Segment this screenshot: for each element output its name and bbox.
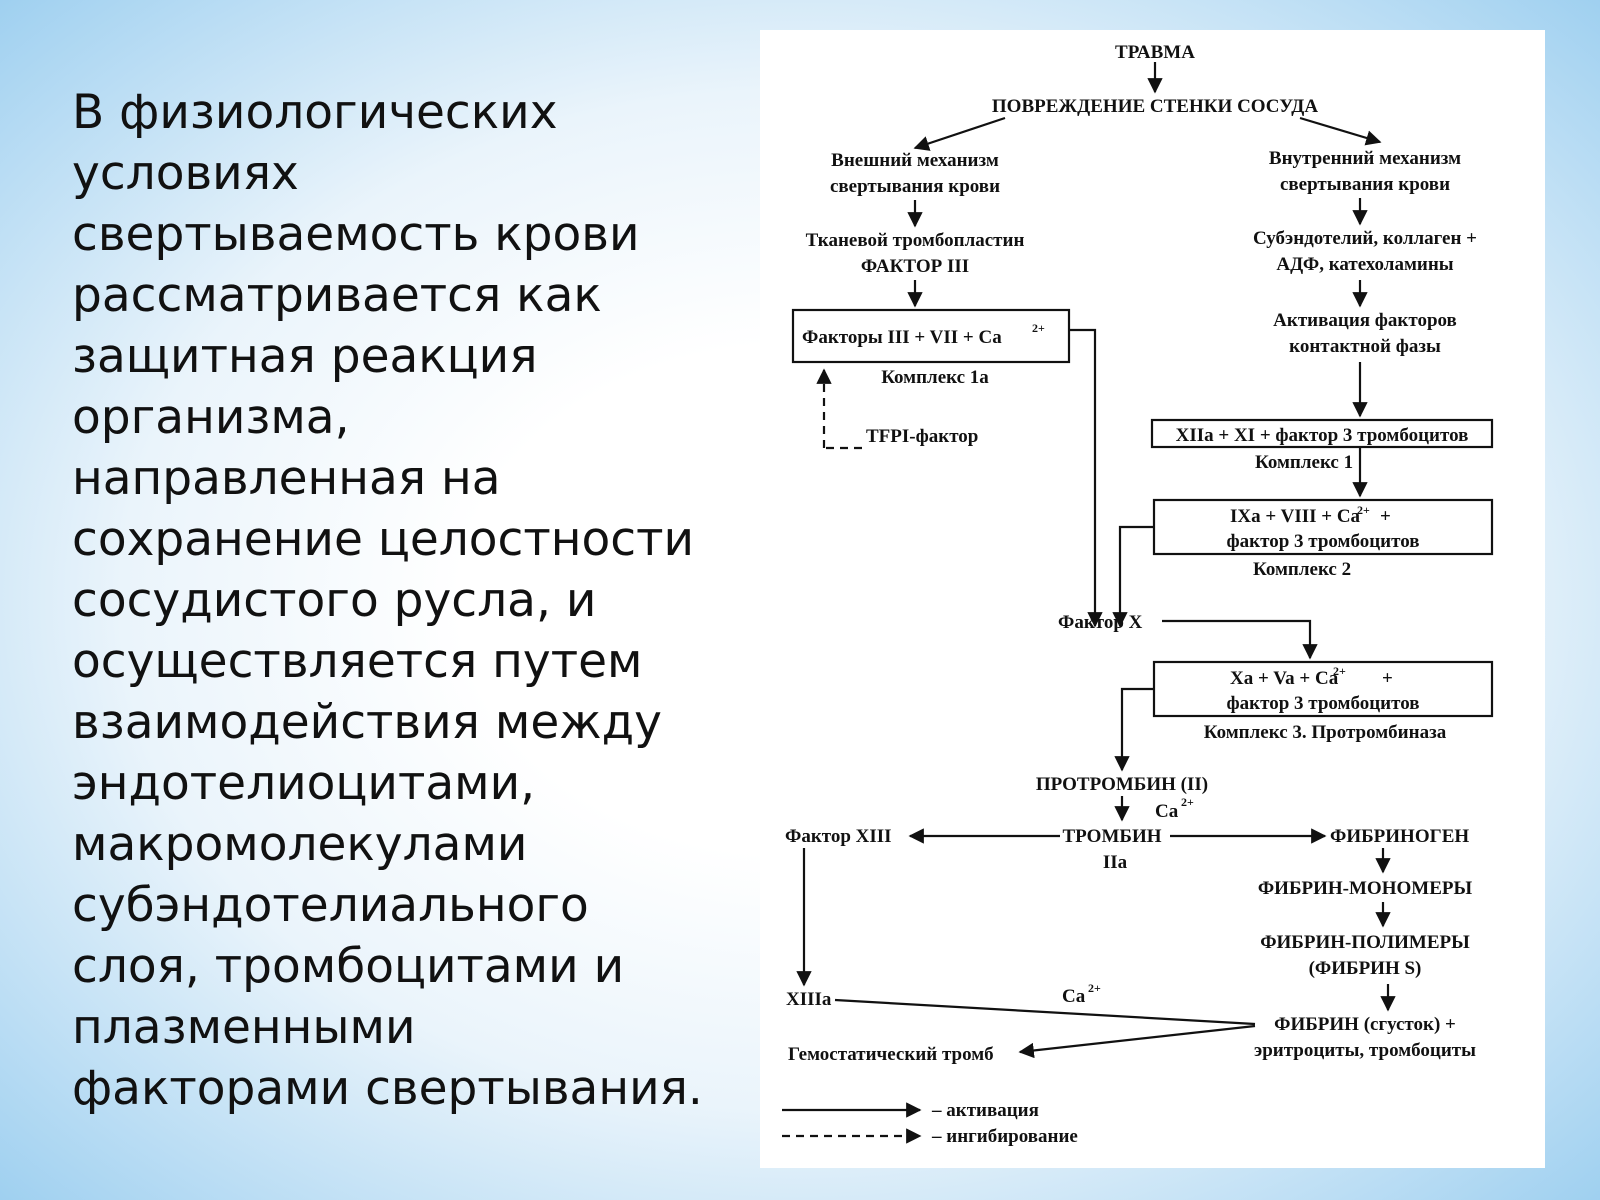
text-line: плазменными bbox=[72, 1000, 416, 1055]
text-line: факторами свертывания. bbox=[72, 1061, 703, 1116]
text-line: организма, bbox=[72, 390, 350, 445]
node-hemostatic-thrombus: Гемостатический тромб bbox=[788, 1044, 994, 1065]
node-ca: Ca bbox=[1155, 801, 1179, 822]
node-factor-xiii: Фактор XIII bbox=[785, 826, 892, 847]
superscript-2plus: 2+ bbox=[1032, 321, 1045, 335]
node-xiiia: XIIIa bbox=[786, 989, 832, 1010]
node-ix-line1: IXa + VIII + Ca bbox=[1230, 506, 1361, 527]
node-subendo-line2: АДФ, катехоламины bbox=[1276, 254, 1453, 275]
node-tfpi: TFPI-фактор bbox=[866, 426, 978, 447]
text-line: макромолекулами bbox=[72, 817, 528, 872]
node-extrinsic-line1: Внешний механизм bbox=[831, 150, 999, 171]
node-complex-1a: Комплекс 1а bbox=[881, 367, 989, 388]
arrow-clot-hemostatic bbox=[1018, 1024, 1256, 1059]
superscript-2plus: 2+ bbox=[1181, 795, 1194, 809]
diagram-svg: ТРАВМА ПОВРЕЖДЕНИЕ СТЕНКИ СОСУДА Внешний… bbox=[782, 42, 1494, 1147]
node-complex-2: Комплекс 2 bbox=[1253, 559, 1351, 580]
node-trauma: ТРАВМА bbox=[1115, 42, 1195, 63]
node-xa-line2: фактор 3 тромбоцитов bbox=[1227, 693, 1420, 714]
superscript-2plus: 2+ bbox=[1357, 503, 1370, 517]
text-line: В физиологических bbox=[72, 85, 558, 140]
node-activation-line1: Активация факторов bbox=[1273, 310, 1457, 331]
arrow-complex1a-factorx bbox=[1069, 328, 1103, 628]
coagulation-diagram: ТРАВМА ПОВРЕЖДЕНИЕ СТЕНКИ СОСУДА Внешний… bbox=[760, 30, 1545, 1168]
node-factor-x: Фактор X bbox=[1058, 612, 1143, 633]
legend-inhibition-label: – ингибирование bbox=[931, 1126, 1078, 1147]
node-ix-line1-tail: + bbox=[1380, 506, 1391, 527]
node-factors-box: Факторы III + VII + Ca bbox=[802, 327, 1002, 348]
arrow-complex2-factorx bbox=[1112, 525, 1154, 628]
node-vessel-damage: ПОВРЕЖДЕНИЕ СТЕНКИ СОСУДА bbox=[992, 96, 1318, 117]
arrow-factorx-xa bbox=[1162, 619, 1318, 660]
box-xiia-xi bbox=[1150, 418, 1494, 449]
node-fibrin-polymers-line1: ФИБРИН-ПОЛИМЕРЫ bbox=[1260, 932, 1470, 953]
text-line: сосудистого русла, и bbox=[72, 573, 597, 628]
legend-activation-label: – активация bbox=[931, 1100, 1039, 1121]
node-xa-line1: Xa + Va + Ca bbox=[1230, 668, 1339, 689]
text-line: взаимодействия между bbox=[72, 695, 662, 750]
text-line: защитная реакция bbox=[72, 329, 538, 384]
node-fibrin-clot-line1: ФИБРИН (сгусток) + bbox=[1274, 1014, 1456, 1035]
box-factors-iii-vii bbox=[791, 308, 1071, 364]
arrow-complex3-prothrombin bbox=[1114, 687, 1154, 772]
node-complex-label: Комплекс 1 bbox=[1255, 452, 1353, 473]
text-line: свертываемость крови bbox=[72, 207, 640, 262]
text-line: сохранение целостности bbox=[72, 512, 694, 567]
line-xiiia-clot bbox=[834, 998, 1256, 1026]
node-extrinsic-line2: свертывания крови bbox=[830, 176, 1000, 197]
node-xii-box: XIIa + XI + фактор 3 тромбоцитов bbox=[1176, 425, 1469, 446]
node-ix-line2: фактор 3 тромбоцитов bbox=[1227, 531, 1420, 552]
slide-body-text: В физиологических условиях свертываемост… bbox=[72, 82, 752, 1119]
text-line: условиях bbox=[72, 146, 299, 201]
node-complex-3: Комплекс 3. Протромбиназа bbox=[1204, 722, 1447, 743]
node-intrinsic-line2: свертывания крови bbox=[1280, 174, 1450, 195]
superscript-2plus: 2+ bbox=[1088, 981, 1101, 995]
arrow-to-intrinsic bbox=[1299, 116, 1382, 146]
node-xa-line1-tail: + bbox=[1382, 668, 1393, 689]
node-tissue-line1: Тканевой тромбопластин bbox=[806, 230, 1025, 251]
text-line: слоя, тромбоцитами и bbox=[72, 939, 625, 994]
node-fibrin-monomers: ФИБРИН-МОНОМЕРЫ bbox=[1258, 878, 1473, 899]
node-fibrin-clot-line2: эритроциты, тромбоциты bbox=[1254, 1040, 1476, 1061]
node-ca-lower: Ca bbox=[1062, 986, 1086, 1007]
arrow-to-extrinsic bbox=[913, 116, 1006, 151]
text-line: направленная на bbox=[72, 451, 501, 506]
text-line: субэндотелиального bbox=[72, 878, 589, 933]
node-activation-line2: контактной фазы bbox=[1289, 336, 1441, 357]
node-iia: IIa bbox=[1103, 852, 1128, 873]
node-subendo-line1: Субэндотелий, коллаген + bbox=[1253, 228, 1477, 249]
superscript-2plus: 2+ bbox=[1333, 664, 1346, 678]
text-line: осуществляется путем bbox=[72, 634, 643, 689]
text-line: рассматривается как bbox=[72, 268, 602, 323]
node-fibrinogen: ФИБРИНОГЕН bbox=[1330, 826, 1469, 847]
text-line: эндотелиоцитами, bbox=[72, 756, 536, 811]
node-fibrin-polymers-line2: (ФИБРИН S) bbox=[1309, 958, 1422, 979]
node-thrombin: ТРОМБИН bbox=[1063, 826, 1162, 847]
node-tissue-line2: ФАКТОР III bbox=[861, 256, 969, 277]
node-prothrombin: ПРОТРОМБИН (II) bbox=[1036, 774, 1208, 795]
node-intrinsic-line1: Внутренний механизм bbox=[1269, 148, 1461, 169]
